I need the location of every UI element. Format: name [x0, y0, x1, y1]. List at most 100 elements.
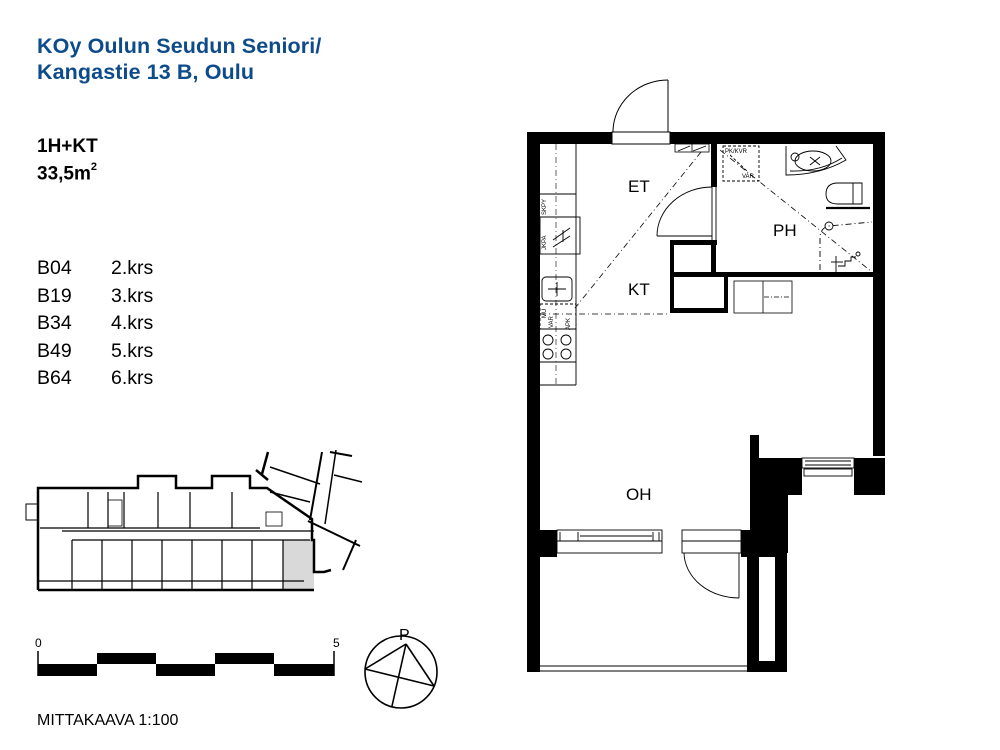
- label-var-bath: VAR: [742, 174, 755, 180]
- label-apk: APK: [566, 318, 572, 330]
- balcony-window: [556, 529, 663, 554]
- compass-line: [405, 643, 435, 687]
- project-title: KOy Oulun Seudun Seniori/ Kangastie 13 B…: [37, 33, 321, 85]
- key-plan-wing: [333, 474, 363, 483]
- key-plan-wing: [260, 451, 270, 475]
- label-pk-kvr: PK/KVR: [725, 149, 748, 155]
- entrance-door-frame: [611, 131, 671, 145]
- label-mu: MU: [542, 309, 548, 318]
- key-plan-entry: [25, 503, 39, 521]
- wall-shaft-right: [724, 277, 728, 312]
- stove: [542, 334, 572, 360]
- wardrobe: [733, 280, 793, 314]
- balcony-door-swing-arc: [683, 552, 740, 599]
- room-label-oh: OH: [626, 485, 652, 504]
- dishwasher: [539, 303, 577, 330]
- label-skpy: SKPY: [542, 199, 548, 215]
- dashdot-lines: [540, 149, 873, 315]
- technical-cabinet: [722, 145, 760, 182]
- scale-tick-start: 0: [35, 636, 42, 650]
- bathroom-door[interactable]: [656, 186, 717, 240]
- compass-line: [364, 668, 435, 687]
- apartment-area: 33,5m2: [37, 158, 98, 185]
- kitchen-sink: [541, 276, 573, 302]
- wall-oh-right-stub: [750, 435, 759, 459]
- key-plan-stair: [265, 511, 283, 527]
- label-var-kitchen: VAR: [549, 315, 555, 328]
- unit-code: B04: [37, 257, 72, 279]
- wall-shaft-inner: [711, 240, 716, 277]
- bathroom-door-swing-arc: [656, 186, 713, 237]
- apartment-area-unit: 2: [90, 161, 97, 173]
- room-label-et: ET: [628, 177, 650, 196]
- unit-floor: 6.krs: [111, 367, 154, 389]
- freezer: [539, 216, 581, 255]
- wall-balcony-divider: [741, 530, 787, 557]
- key-plan-wing: [269, 491, 311, 503]
- unit-code: B19: [37, 284, 72, 307]
- scale-bar-segment: [215, 653, 274, 664]
- shower-corner: [785, 145, 847, 176]
- wall-balcony-right-inner: [775, 555, 787, 672]
- unit-floor: 5.krs: [111, 339, 154, 362]
- walls: [527, 132, 885, 672]
- wall-shaft-bottom: [670, 308, 728, 313]
- wall-balcony-right-outer: [747, 555, 759, 672]
- wall-et-ph-divider: [711, 144, 717, 187]
- balcony-railing: [540, 665, 747, 672]
- scale-bar: [37, 651, 335, 676]
- key-plan-highlighted-unit: [283, 540, 314, 591]
- apartment-area-value: 33,5m: [37, 163, 91, 185]
- bathroom-fixtures: [722, 145, 873, 272]
- key-plan-wing: [329, 451, 353, 457]
- key-plan-wing: [307, 520, 361, 547]
- wall-window-right-pier: [854, 458, 885, 495]
- wall-left: [527, 132, 540, 672]
- room-label-ph: PH: [773, 221, 797, 240]
- unit-floor: 4.krs: [111, 312, 154, 334]
- washbasin: [794, 150, 832, 172]
- unit-row: B49 5.krs: [37, 338, 153, 366]
- wall-ph-bottom: [715, 272, 877, 277]
- compass-line: [391, 643, 407, 707]
- entrance-door[interactable]: [611, 79, 671, 145]
- unit-floor: 2.krs: [111, 257, 154, 279]
- hall-shelf: [674, 143, 710, 153]
- entrance-door-swing-arc: [612, 79, 669, 133]
- unit-floor: 3.krs: [111, 284, 154, 307]
- key-plan-wing: [269, 466, 321, 485]
- unit-code: B49: [37, 339, 72, 362]
- room-label-kt: KT: [628, 280, 650, 299]
- window-right: [801, 457, 855, 477]
- wall-shaft-top: [670, 240, 717, 245]
- floor-plan: SKPY JKPA MU VAR APK: [527, 79, 885, 672]
- toilet: [825, 182, 863, 205]
- wall-shaft-mid: [670, 272, 717, 277]
- label-jkpa: JKPA: [542, 235, 548, 250]
- wall-balcony-right-bottom: [747, 661, 787, 672]
- key-plan: [25, 449, 363, 592]
- compass-line: [364, 643, 407, 670]
- scale-tick-end: 5: [333, 636, 340, 650]
- unit-row: B64 6.krs: [37, 365, 153, 393]
- scale-bar-segment: [38, 664, 97, 676]
- key-plan-wing: [255, 469, 269, 481]
- project-title-line1: KOy Oulun Seudun Seniori/: [37, 34, 322, 58]
- unit-code: B64: [37, 367, 72, 389]
- compass-circle: [364, 635, 438, 709]
- apartment-info: 1H+KT 33,5m2: [37, 136, 98, 185]
- wall-top-left: [527, 132, 612, 144]
- unit-row: B19 3.krs: [37, 283, 153, 311]
- wall-balcony-left-pier: [527, 530, 557, 557]
- balcony-door[interactable]: [681, 529, 742, 599]
- project-title-line2: Kangastie 13 B, Oulu: [37, 60, 255, 84]
- key-plan-stair: [107, 499, 123, 527]
- key-plan-wing: [324, 449, 337, 525]
- scale-bar-segment: [97, 653, 156, 664]
- shower-curtain: [819, 221, 873, 270]
- kitchen-counter: [539, 144, 581, 386]
- key-plan-wing: [342, 539, 357, 571]
